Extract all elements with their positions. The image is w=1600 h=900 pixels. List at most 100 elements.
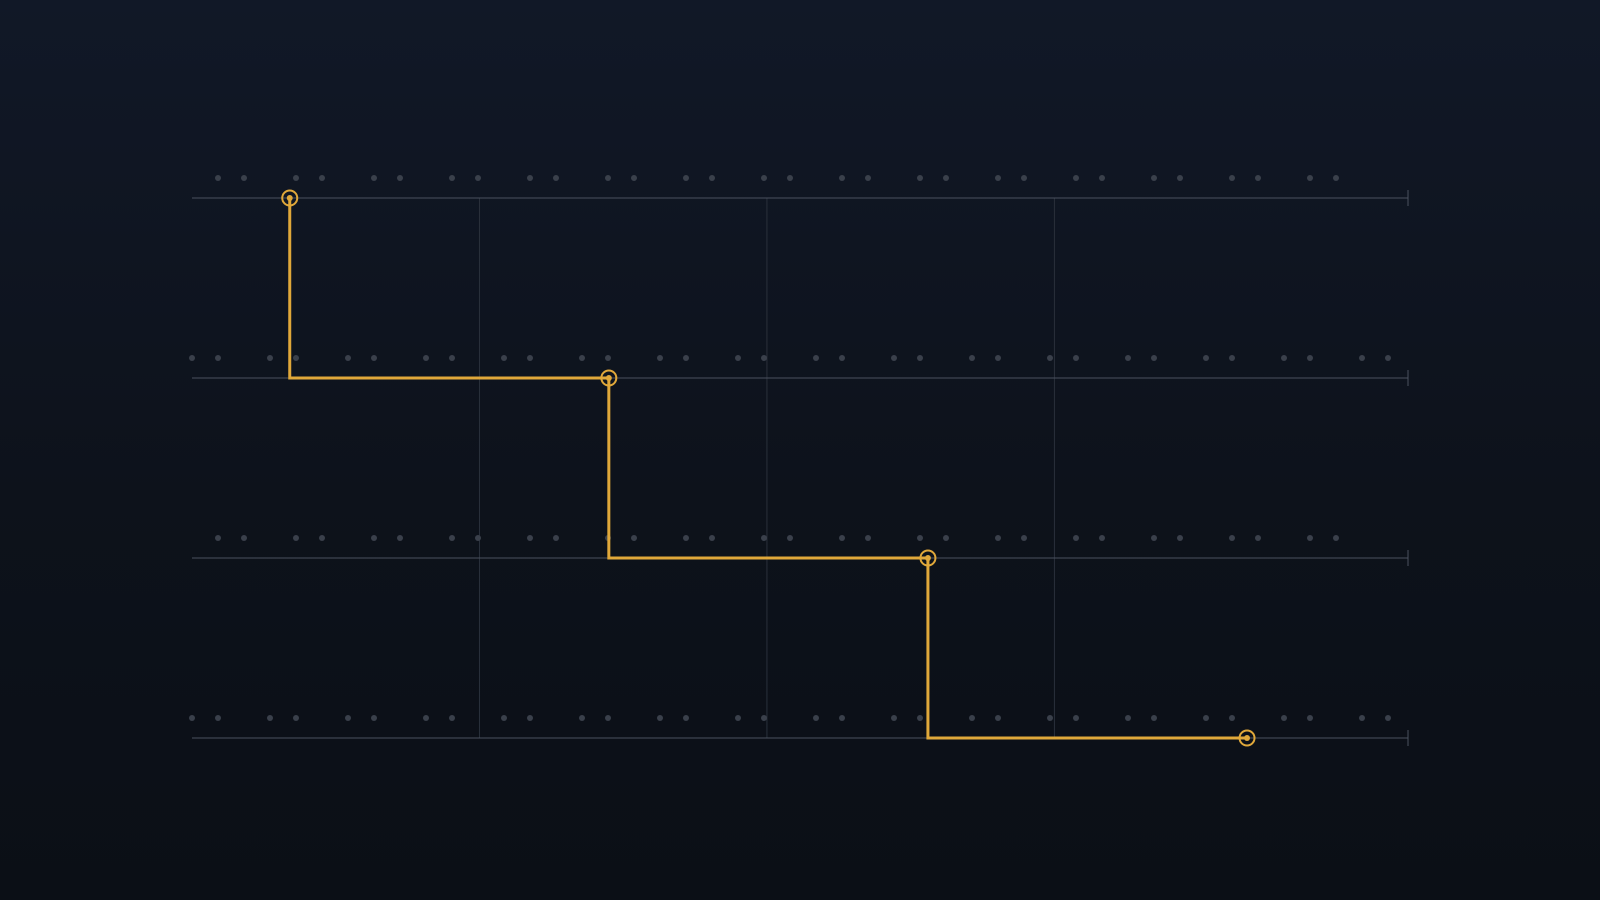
level-dot [1359, 715, 1365, 721]
level-dot [761, 535, 767, 541]
level-dot [891, 715, 897, 721]
level-dot [813, 715, 819, 721]
level-dot [449, 715, 455, 721]
level-dot [1333, 535, 1339, 541]
level-dot [293, 355, 299, 361]
level-dot [345, 355, 351, 361]
level-dot [1281, 715, 1287, 721]
data-point [1244, 735, 1251, 741]
level-dot [787, 535, 793, 541]
level-dot [683, 715, 689, 721]
level-dot [553, 535, 559, 541]
level-dot [1359, 355, 1365, 361]
level-dot [865, 175, 871, 181]
level-dot [917, 715, 923, 721]
level-dot [917, 355, 923, 361]
level-dot [293, 535, 299, 541]
level-dot [995, 175, 1001, 181]
level-dot [1385, 355, 1391, 361]
level-dot [709, 175, 715, 181]
level-dot [501, 715, 507, 721]
level-dot [293, 715, 299, 721]
level-dot [1385, 715, 1391, 721]
level-dot [1021, 535, 1027, 541]
level-dot [657, 715, 663, 721]
level-dot [241, 175, 247, 181]
data-point-ring [919, 549, 937, 567]
level-dot [943, 535, 949, 541]
level-dot [215, 175, 221, 181]
level-dot [475, 535, 481, 541]
level-dot [995, 715, 1001, 721]
level-dot [605, 175, 611, 181]
level-dot [1333, 175, 1339, 181]
level-dot [527, 355, 533, 361]
level-dot [527, 175, 533, 181]
level-dot [501, 355, 507, 361]
level-dot [1099, 535, 1105, 541]
level-dot [787, 175, 793, 181]
level-dot [1203, 715, 1209, 721]
data-point [286, 195, 293, 201]
level-dot [1151, 535, 1157, 541]
level-dot [553, 175, 559, 181]
level-dot [1151, 715, 1157, 721]
data-points [281, 189, 1256, 747]
level-dot [579, 355, 585, 361]
level-dot [683, 535, 689, 541]
level-dot [371, 715, 377, 721]
level-dot-patterns [189, 175, 1391, 721]
level-dot [527, 715, 533, 721]
level-dot [1255, 175, 1261, 181]
level-dot [1021, 175, 1027, 181]
level-dot [1307, 715, 1313, 721]
level-dot [1255, 535, 1261, 541]
level-dot [1047, 715, 1053, 721]
data-point-ring [281, 189, 299, 207]
level-dot [761, 355, 767, 361]
level-dot [371, 535, 377, 541]
level-dot [605, 355, 611, 361]
level-dot [683, 175, 689, 181]
level-dot [865, 535, 871, 541]
level-dot [1151, 355, 1157, 361]
level-dot [735, 355, 741, 361]
level-dot [319, 175, 325, 181]
level-dot [267, 715, 273, 721]
vertical-gridlines [478, 198, 1055, 738]
level-dot [761, 715, 767, 721]
level-dot [475, 175, 481, 181]
level-dot [995, 355, 1001, 361]
level-dot [293, 175, 299, 181]
level-dot [839, 715, 845, 721]
data-point-ring [1238, 729, 1256, 747]
level-dot [839, 175, 845, 181]
data-point-ring [600, 369, 618, 387]
level-dot [1047, 355, 1053, 361]
level-dot [969, 355, 975, 361]
level-dot [631, 535, 637, 541]
level-dot [1307, 175, 1313, 181]
level-dot [631, 175, 637, 181]
level-dot [449, 175, 455, 181]
level-dot [423, 715, 429, 721]
level-dot [839, 355, 845, 361]
level-dot [215, 535, 221, 541]
level-dot [735, 715, 741, 721]
level-dot [969, 715, 975, 721]
level-dot [917, 175, 923, 181]
level-dot [189, 715, 195, 721]
level-dot [1099, 175, 1105, 181]
level-dot [319, 535, 325, 541]
level-dot [267, 355, 273, 361]
level-dot [917, 535, 923, 541]
level-dot [1229, 535, 1235, 541]
data-point [605, 375, 612, 381]
level-dot [215, 355, 221, 361]
level-dot [891, 355, 897, 361]
level-dot [1307, 535, 1313, 541]
level-dot [1073, 355, 1079, 361]
level-dot [709, 535, 715, 541]
